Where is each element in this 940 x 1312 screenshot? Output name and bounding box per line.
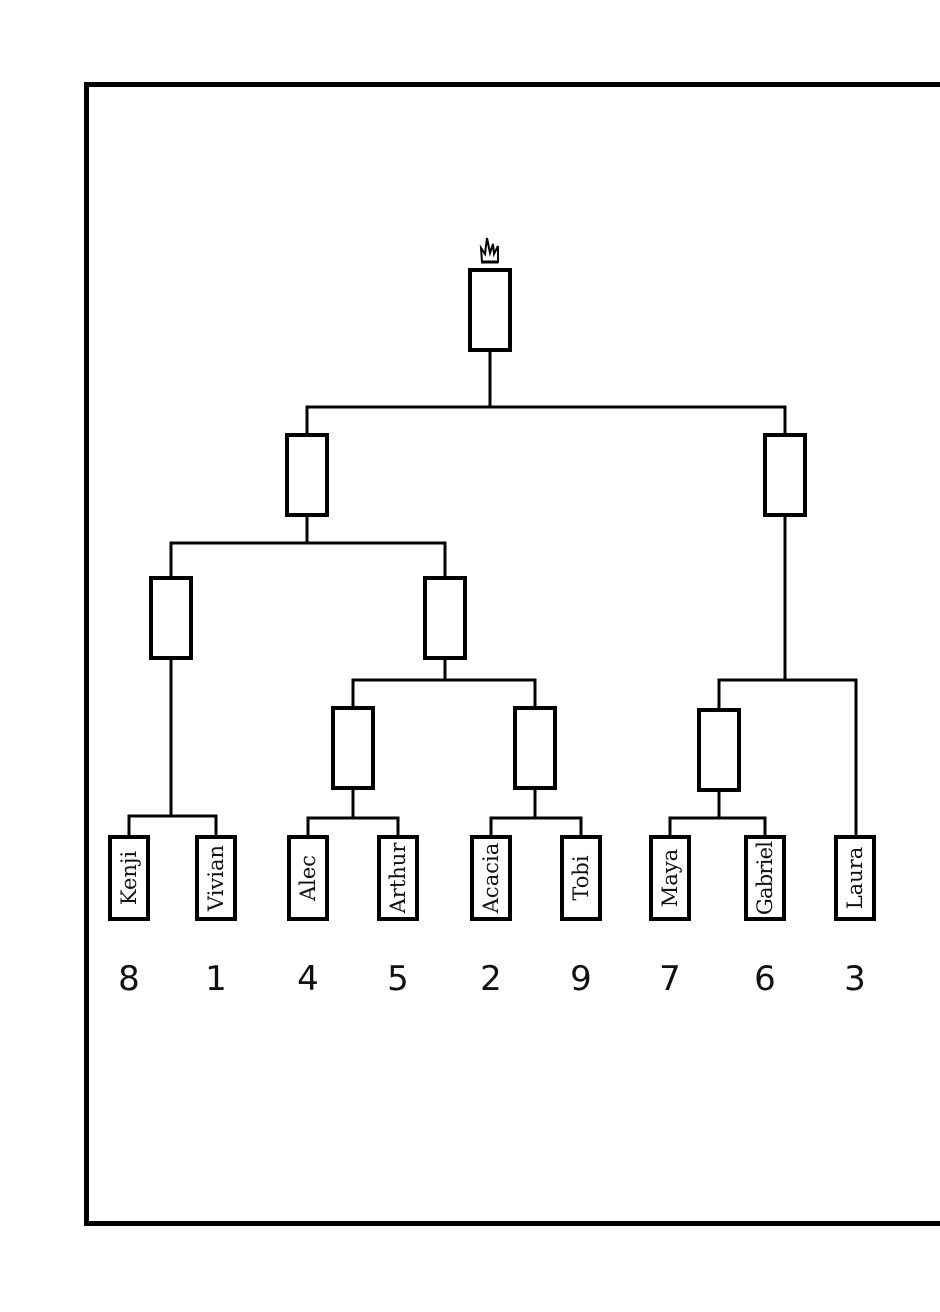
seed-number: 3 <box>844 959 866 999</box>
entrant-slot[interactable] <box>649 835 691 921</box>
entrant-arthur[interactable]: Arthur 5 <box>377 835 419 999</box>
seed-number: 1 <box>205 959 227 999</box>
seed-number: 2 <box>480 959 502 999</box>
semifinal-slot-1[interactable] <box>149 576 193 660</box>
quarterfinal-slot-3[interactable] <box>697 708 741 792</box>
entrant-slot[interactable] <box>287 835 329 921</box>
bracket-slots <box>149 268 807 792</box>
entrant-vivian[interactable]: Vivian 1 <box>195 835 237 999</box>
entrant-maya[interactable]: Maya 7 <box>649 835 691 999</box>
crown-icon <box>479 237 499 264</box>
entrant-name: Acacia <box>479 843 503 914</box>
entrant-slot[interactable] <box>560 835 602 921</box>
entrant-name: Tobi <box>569 855 593 900</box>
entrant-name: Vivian <box>204 845 228 912</box>
entrant-acacia[interactable]: Acacia 2 <box>470 835 512 999</box>
entrant-gabriel[interactable]: Gabriel 6 <box>744 835 786 999</box>
entrant-tobi[interactable]: Tobi 9 <box>560 835 602 999</box>
entrant-laura[interactable]: Laura 3 <box>834 835 876 999</box>
entrant-alec[interactable]: Alec 4 <box>287 835 329 999</box>
seed-number: 6 <box>754 959 776 999</box>
seed-number: 4 <box>297 959 319 999</box>
entrant-labels: Kenji 8 Vivian 1 Alec 4 Arthur 5 Acacia 2 Tobi 9 May… <box>108 835 876 999</box>
entrant-name: Maya <box>658 849 682 907</box>
seed-number: 5 <box>387 959 409 999</box>
entrant-slot[interactable] <box>744 835 786 921</box>
entrant-slot[interactable] <box>470 835 512 921</box>
entrant-name: Alec <box>296 855 320 902</box>
seed-number: 9 <box>570 959 592 999</box>
entrant-name: Laura <box>843 847 867 910</box>
entrant-name: Gabriel <box>753 841 777 915</box>
final-slot-2[interactable] <box>763 433 807 517</box>
final-slot-1[interactable] <box>285 433 329 517</box>
entrant-name: Arthur <box>386 842 410 915</box>
bracket-connectors <box>127 348 858 839</box>
entrant-kenji[interactable]: Kenji 8 <box>108 835 150 999</box>
seed-number: 7 <box>659 959 681 999</box>
entrant-slot[interactable] <box>377 835 419 921</box>
quarterfinal-slot-2[interactable] <box>513 706 557 790</box>
champion-slot[interactable] <box>468 268 512 352</box>
seed-number: 8 <box>118 959 140 999</box>
page-frame <box>84 82 940 1226</box>
entrant-slot[interactable] <box>195 835 237 921</box>
entrant-slot[interactable] <box>108 835 150 921</box>
quarterfinal-slot-1[interactable] <box>331 706 375 790</box>
entrant-slot[interactable] <box>834 835 876 921</box>
semifinal-slot-2[interactable] <box>423 576 467 660</box>
entrant-name: Kenji <box>117 851 141 906</box>
